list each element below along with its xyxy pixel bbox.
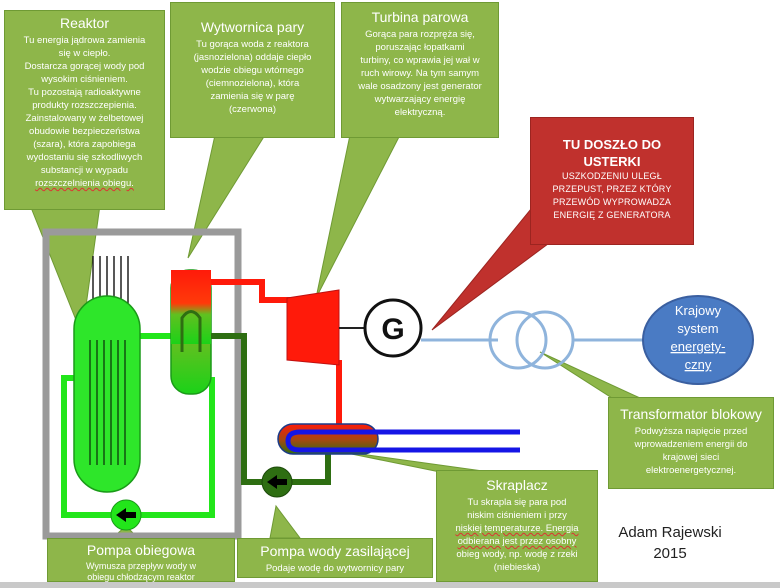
steam-generator-u-tube	[180, 310, 202, 352]
pompa-zasilajaca-callout-pointer	[269, 504, 301, 539]
pompa-zasilajaca-text: Podaje wodę do wytwornicy pary	[265, 563, 405, 574]
steam-generator-top	[171, 270, 211, 344]
reaktor-text: Tu energia jądrowa zamienia się w ciepło…	[23, 35, 146, 189]
bottom-scroll-strip	[0, 582, 780, 588]
reactor-vessel	[73, 295, 141, 493]
transformator-text: Podwyższa napięcie przed wprowadzeniem e…	[634, 426, 748, 476]
krajowy-system-line-4: czny	[685, 357, 712, 372]
turbina-text: Gorąca para rozpręża się, poruszając łop…	[358, 29, 482, 118]
pompa-obiegowa-arrow	[116, 508, 136, 522]
krajowy-system-node	[642, 295, 754, 385]
krajowy-system-line-3: energety-	[671, 339, 726, 354]
pompa-obiegowa-text: Wymusza przepływ wody w obiegu chłodzący…	[86, 561, 196, 582]
wytwornica-callout: Wytwornica pary Tu gorąca woda z reaktor…	[170, 2, 335, 138]
usterka-text: USZKODZENIU ULEGŁ PRZEPUST, PRZEZ KTÓRY …	[552, 171, 672, 220]
steam-line	[211, 279, 292, 303]
usterka-title-1: TU DOSZŁO DO	[562, 137, 662, 152]
krajowy-system-line-2: system	[677, 321, 718, 336]
transformator-callout: Transformator blokowy Podwyższa napięcie…	[608, 397, 774, 489]
pompa-zasilajaca-arrow	[267, 475, 287, 489]
author-credit: Adam Rajewski 2015	[600, 522, 740, 564]
author-name: Adam Rajewski	[618, 524, 722, 541]
transformator-title: Transformator blokowy	[620, 406, 762, 422]
transformator-callout-pointer	[539, 351, 641, 399]
wytwornica-title: Wytwornica pary	[200, 19, 305, 35]
skraplacz-callout: Skraplacz Tu skrapla się para pod niskim…	[436, 470, 598, 582]
steam-turbine	[286, 289, 340, 366]
generator	[363, 298, 423, 358]
turbina-title: Turbina parowa	[371, 9, 469, 25]
cooling-water-loop	[285, 429, 520, 453]
turbina-callout: Turbina parowa Gorąca para rozpręża się,…	[341, 2, 499, 138]
secondary-loop-return	[292, 454, 331, 485]
pompa-zasilajaca-callout: Pompa wody zasilającej Podaje wodę do wy…	[237, 538, 433, 578]
author-year: 2015	[653, 545, 687, 562]
skraplacz-text: Tu skrapla się para pod niskim ciśnienie…	[455, 497, 579, 573]
wytwornica-text: Tu gorąca woda z reaktora (jasnozielona)…	[193, 39, 312, 115]
usterka-title-2: USTERKI	[583, 154, 641, 169]
krajowy-system-line-1: Krajowy	[675, 303, 722, 318]
secondary-loop-pipe	[211, 333, 262, 485]
reaktor-callout: Reaktor Tu energia jądrowa zamienia się …	[4, 10, 165, 210]
pompa-zasilajaca-title: Pompa wody zasilającej	[260, 543, 410, 559]
skraplacz-title: Skraplacz	[486, 477, 548, 493]
transformer-coil-1	[488, 310, 548, 370]
reactor-core-rods	[89, 340, 126, 465]
wytwornica-callout-pointer	[187, 134, 266, 259]
turbina-callout-pointer	[315, 134, 401, 299]
reaktor-title: Reaktor	[59, 15, 110, 31]
pompa-obiegowa-callout: Pompa obiegowa Wymusza przepływ wody w o…	[47, 538, 235, 582]
containment-building	[42, 228, 242, 540]
usterka-callout: TU DOSZŁO DO USTERKI USZKODZENIU ULEGŁ P…	[530, 117, 694, 245]
generator-label: G	[381, 313, 404, 346]
pompa-obiegowa-title: Pompa obiegowa	[86, 542, 196, 558]
